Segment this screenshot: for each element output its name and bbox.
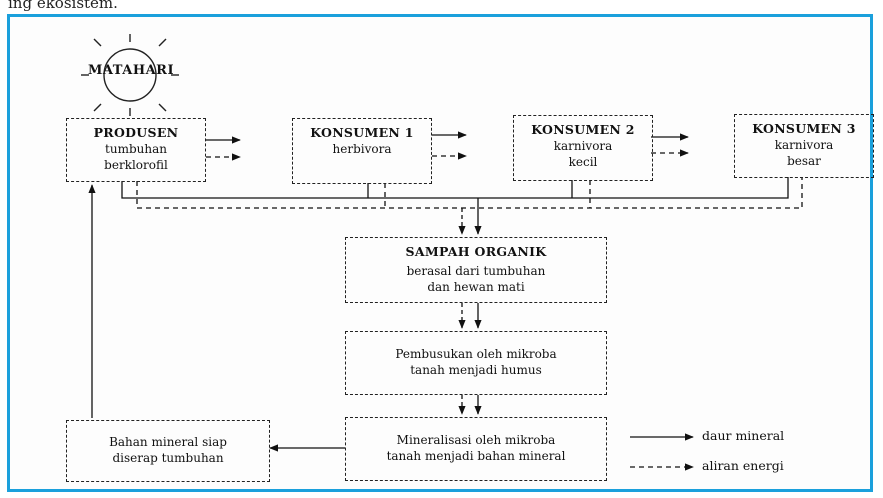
box-desc: karnivora kecil xyxy=(553,139,613,169)
box-desc: Bahan mineral siap diserap tumbuhan xyxy=(109,435,227,465)
box-title: KONSUMEN 2 xyxy=(531,122,635,137)
box-sampah-organik: SAMPAH ORGANIK berasal dari tumbuhan dan… xyxy=(345,237,607,303)
collector-solid xyxy=(121,177,789,199)
box-konsumen2: KONSUMEN 2 karnivora kecil xyxy=(513,115,653,181)
box-konsumen1: KONSUMEN 1 herbivora xyxy=(292,118,432,184)
box-desc: herbivora xyxy=(332,142,392,156)
top-caption: ing ekosistem. xyxy=(8,0,118,12)
collector-dashed xyxy=(136,177,803,209)
box-title: KONSUMEN 3 xyxy=(752,121,856,136)
box-produsen: PRODUSEN tumbuhan berklorofil xyxy=(66,118,206,182)
sun-disc xyxy=(103,48,157,102)
sun-icon xyxy=(81,34,179,116)
box-title: KONSUMEN 1 xyxy=(310,125,414,140)
box-mineralisasi: Mineralisasi oleh mikroba tanah menjadi … xyxy=(345,417,607,481)
box-title: PRODUSEN xyxy=(93,125,179,140)
box-title: SAMPAH ORGANIK xyxy=(405,244,547,259)
sun-label: MATAHARI xyxy=(88,63,175,78)
box-desc: berasal dari tumbuhan dan hewan mati xyxy=(406,264,546,294)
box-pembusukan: Pembusukan oleh mikroba tanah menjadi hu… xyxy=(345,331,607,395)
box-bahan-mineral: Bahan mineral siap diserap tumbuhan xyxy=(66,420,270,482)
box-desc: karnivora besar xyxy=(774,138,834,168)
box-konsumen3: KONSUMEN 3 karnivora besar xyxy=(734,114,874,178)
legend-dashed-label: aliran energi xyxy=(702,458,784,473)
legend-solid-label: daur mineral xyxy=(702,428,785,443)
box-desc: Mineralisasi oleh mikroba tanah menjadi … xyxy=(386,433,566,463)
box-desc: tumbuhan berklorofil xyxy=(104,142,168,172)
box-desc: Pembusukan oleh mikroba tanah menjadi hu… xyxy=(395,347,557,377)
diagram-frame xyxy=(7,14,873,492)
